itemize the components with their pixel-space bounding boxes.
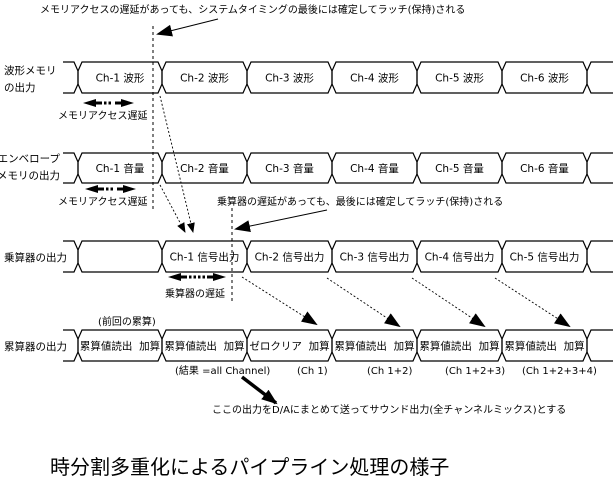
timing-cell-label: Ch-3 音量 <box>265 162 314 175</box>
timing-cell-label: 累算値読出 加算 <box>504 340 584 353</box>
timing-cell-partial <box>586 240 613 273</box>
timing-cell <box>501 61 588 94</box>
row-label-multiplier: 乗算器の出力 <box>4 251 67 264</box>
accum-result-label: (Ch 1) <box>297 366 328 377</box>
signal-to-accumulator-arrow <box>411 277 486 328</box>
timing-cell-label: Ch-6 音量 <box>520 162 569 175</box>
multiplier-latch-arrow <box>234 209 328 233</box>
timing-cell <box>77 61 163 94</box>
timing-row-multiplier: Ch-1 信号出力 Ch-2 信号出力 Ch-3 信号出力 Ch-4 信号出力 Ch-5… <box>63 240 613 273</box>
memory-latch-arrow <box>156 18 219 37</box>
timing-cell-label: 累算値読出 加算 <box>419 340 499 353</box>
accum-result-label: (Ch 1+2+3) <box>445 366 505 377</box>
timing-cell-label: Ch-1 音量 <box>96 162 145 175</box>
previous-accum-label: (前回の累算) <box>98 315 156 328</box>
timing-cell-label: Ch-3 波形 <box>265 72 314 85</box>
multiplier-delay-label: 乗算器の遅延 <box>165 287 225 300</box>
timing-row-accumulator: 累算値読出 加算累算値読出 加算ゼロクリア 加算累算値読出 加算累算値読出 加算… <box>63 329 613 362</box>
timing-cell-label: Ch-2 信号出力 <box>255 251 325 264</box>
timing-cell <box>501 240 588 273</box>
timing-rows: Ch-1 波形 Ch-2 波形 Ch-3 波形 Ch-4 波形 Ch-5 波形 Ch-6 … <box>63 61 613 362</box>
timing-row-waveform-memory: Ch-1 波形 Ch-2 波形 Ch-3 波形 Ch-4 波形 Ch-5 波形 Ch-6 … <box>63 61 613 94</box>
arrowhead-left <box>83 99 96 107</box>
memory-latch-note: メモリアクセスの遅延があっても、システムタイミングの最後には確定してラッチ(保持… <box>40 3 465 16</box>
timing-cell-label: Ch-2 波形 <box>180 72 229 85</box>
timing-cell-label: Ch-5 波形 <box>435 72 484 85</box>
timing-cell <box>416 329 503 362</box>
arrowhead-left <box>85 185 98 193</box>
timing-cell-partial <box>63 152 79 184</box>
row-label-envelope-line1: エンベロープ <box>0 153 60 165</box>
timing-cell-label: 累算値読出 加算 <box>334 340 414 353</box>
memory-delay-label-waveform: メモリアクセス遅延 <box>58 110 148 122</box>
timing-row-envelope-memory: Ch-1 音量 Ch-2 音量 Ch-3 音量 Ch-4 音量 Ch-5 音量 Ch-6 … <box>63 152 613 184</box>
timing-cell-label: Ch-5 信号出力 <box>510 251 580 264</box>
timing-cell-partial <box>586 152 613 184</box>
accum-result-label: (結果 =all Channel) <box>175 364 270 377</box>
timing-cell-partial <box>63 61 79 94</box>
timing-cell-label: 累算値読出 加算 <box>80 340 160 353</box>
timing-cell-label: Ch-3 信号出力 <box>340 251 410 264</box>
multiplier-delay-arrow <box>168 273 226 281</box>
row-label-envelope-line2: メモリの出力 <box>0 169 60 182</box>
output-arrow <box>240 375 278 405</box>
timing-cell <box>246 240 333 273</box>
timing-cell-label: Ch-4 波形 <box>350 72 399 85</box>
accum-result-label: (Ch 1+2) <box>367 366 413 377</box>
signal-to-accumulator-arrow <box>241 276 318 326</box>
timing-cell-label: Ch-5 音量 <box>435 162 484 175</box>
multiplier-latch-note: 乗算器の遅延があっても、最後には確定してラッチ(保持)される <box>217 195 503 208</box>
timing-cell <box>331 329 418 362</box>
timing-cell <box>246 61 333 94</box>
timing-cell-label: 累算値読出 加算 <box>164 340 244 353</box>
accum-result-labels: (結果 =all Channel) (Ch 1) (Ch 1+2) (Ch 1+2+3… <box>175 364 597 377</box>
timing-cell <box>501 152 588 184</box>
timing-cell <box>77 329 163 362</box>
timing-cell-label: Ch-1 信号出力 <box>170 251 240 264</box>
timing-cell-label: Ch-2 音量 <box>180 162 229 175</box>
timing-cell <box>416 152 503 184</box>
waveform-to-multiplier-arrow <box>159 95 195 233</box>
timing-cell-partial <box>586 329 613 362</box>
row-label-waveform-line2: の出力 <box>4 81 36 94</box>
accum-result-label: (Ch 1+2+3+4) <box>522 366 597 377</box>
memory-delay-arrow-envelope <box>85 185 136 193</box>
signal-to-accumulator-arrow <box>494 277 571 328</box>
timing-cell <box>416 61 503 94</box>
timing-cell <box>331 152 418 184</box>
timing-cell <box>246 152 333 184</box>
arrowhead-right <box>121 99 134 107</box>
row-label-accumulator: 累算器の出力 <box>4 340 67 353</box>
timing-cell <box>161 329 248 362</box>
multiplier-to-accumulator-arrows <box>241 276 571 328</box>
timing-cell <box>501 329 588 362</box>
memory-delay-label-envelope: メモリアクセス遅延 <box>58 196 148 208</box>
timing-cell <box>331 61 418 94</box>
timing-cell-label: Ch-1 波形 <box>96 72 145 85</box>
signal-to-accumulator-arrow <box>326 277 401 328</box>
memory-delay-arrow-waveform <box>83 99 134 107</box>
envelope-to-multiplier-arrow <box>159 184 186 233</box>
arrowhead-left <box>168 273 181 281</box>
timing-cell <box>161 152 248 184</box>
timing-cell <box>161 61 248 94</box>
timing-cell <box>416 240 503 273</box>
arrowhead-right <box>213 273 226 281</box>
timing-cell-label: Ch-6 波形 <box>520 72 569 85</box>
timing-cell <box>331 240 418 273</box>
timing-cell-label: Ch-4 音量 <box>350 162 399 175</box>
timing-cell-label: ゼロクリア 加算 <box>249 340 329 353</box>
arrowhead-right <box>123 185 136 193</box>
timing-cell <box>161 240 248 273</box>
timing-cell <box>246 329 333 362</box>
output-note: ここの出力をD/Aにまとめて送ってサウンド出力(全チャンネルミックス)とする <box>212 403 566 416</box>
row-label-waveform-line1: 波形メモリ <box>4 64 57 77</box>
timing-cell-label: Ch-4 信号出力 <box>425 251 495 264</box>
timing-cell <box>77 240 163 273</box>
diagram-title: 時分割多重化によるパイプライン処理の様子 <box>50 455 449 479</box>
timing-cell-partial <box>586 61 613 94</box>
timing-cell <box>77 152 163 184</box>
